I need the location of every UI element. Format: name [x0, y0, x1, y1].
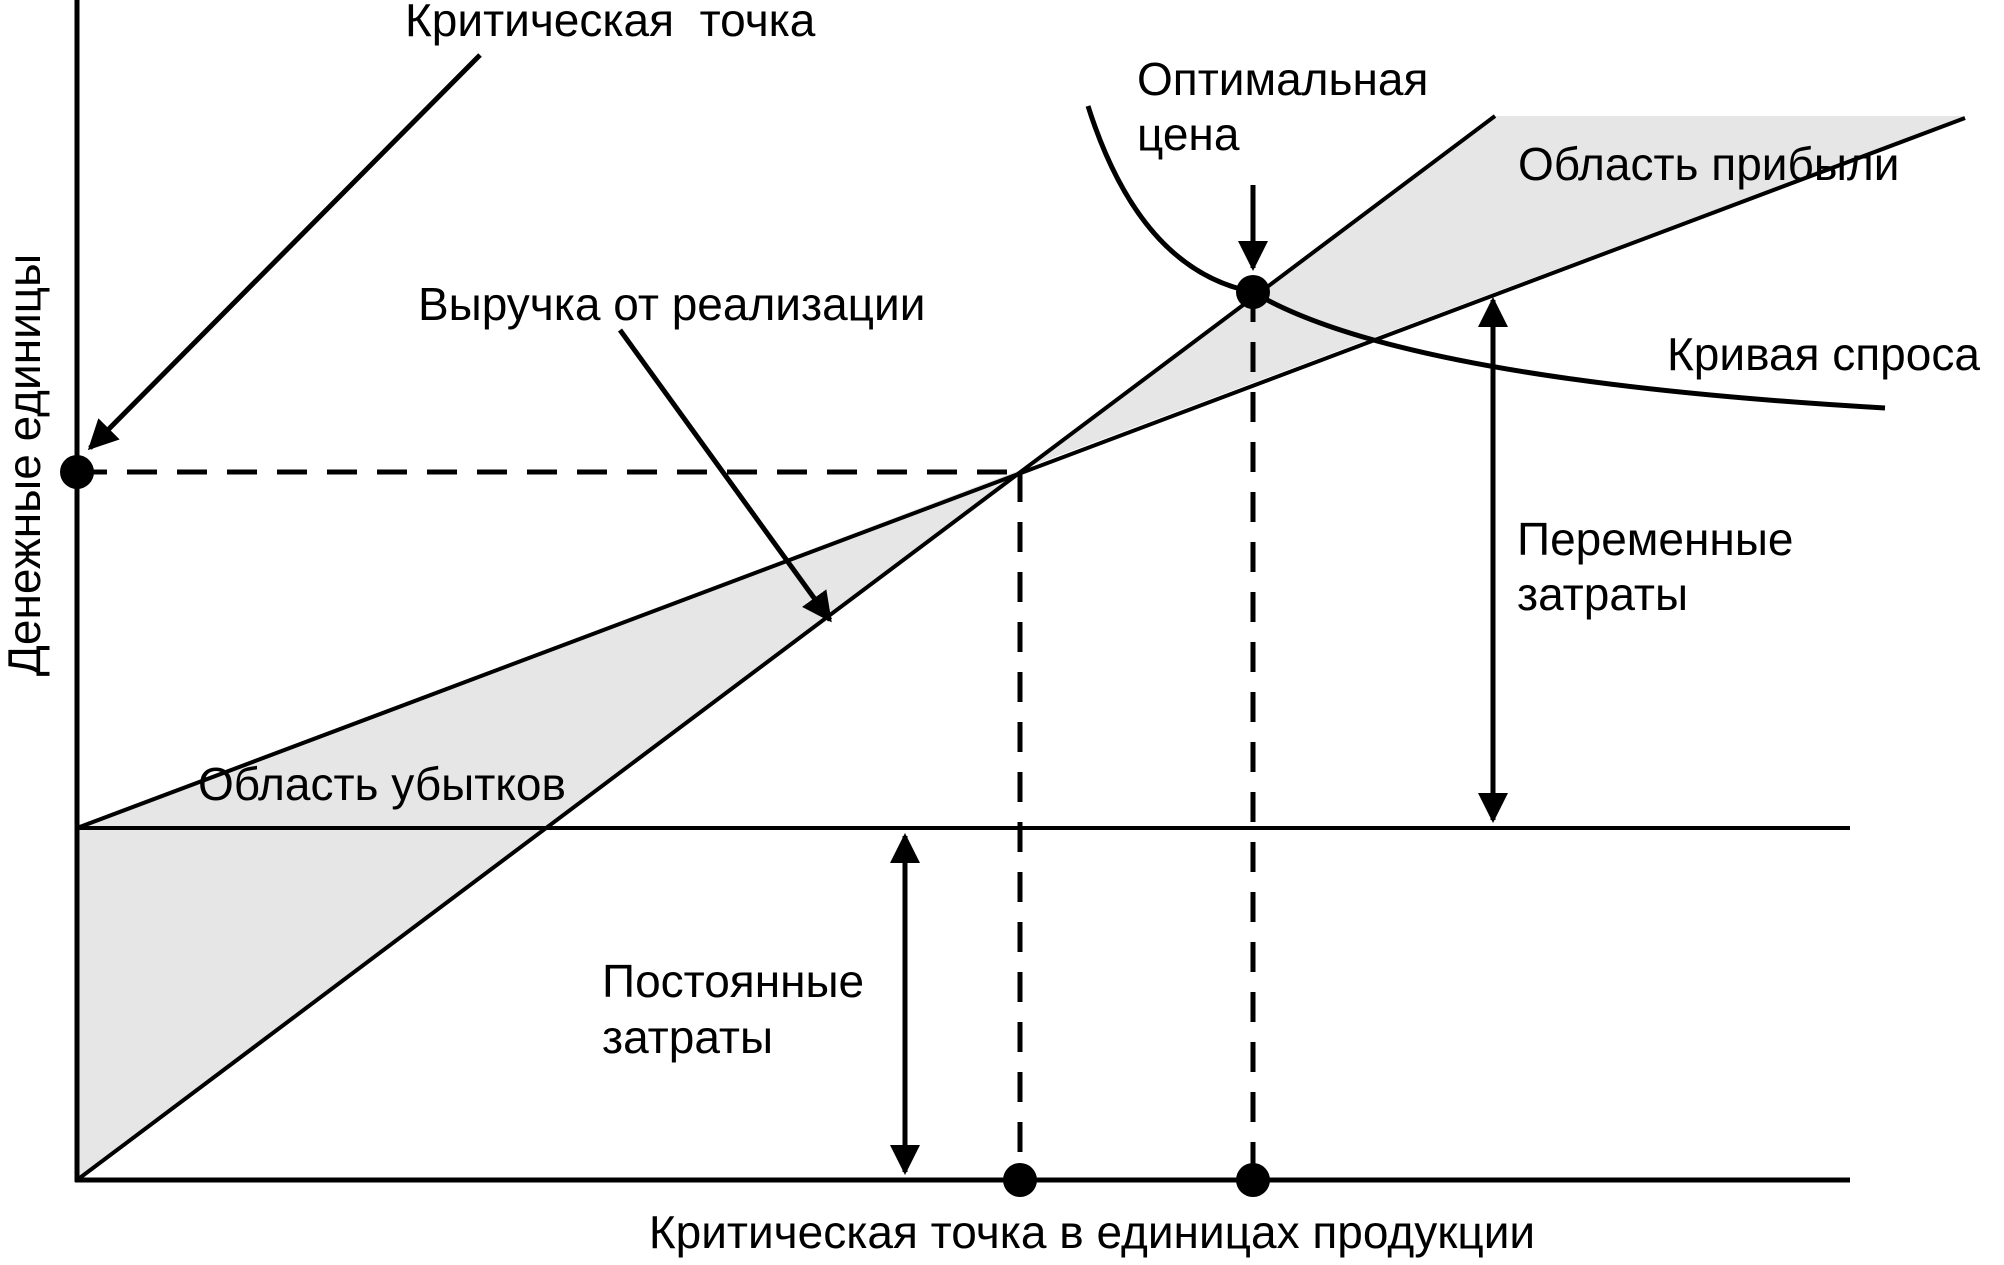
profit-area-shading	[1020, 116, 1965, 470]
optimal-price-label-line1: Оптимальная	[1137, 53, 1428, 105]
variable-costs-label-line1: Переменные	[1517, 513, 1793, 565]
critical-point-marker-x	[1003, 1163, 1037, 1197]
x-axis-label: Критическая точка в единицах продукции	[649, 1206, 1535, 1258]
demand-curve	[1085, 105, 1886, 411]
fixed-costs-label-line1: Постоянные	[602, 955, 864, 1007]
y-axis-label: Денежные единицы	[0, 254, 50, 676]
profit-area-label: Область прибыли	[1518, 138, 1899, 190]
optimal-quantity-marker-x	[1236, 1163, 1270, 1197]
optimal-price-point	[1236, 275, 1270, 309]
loss-area-label: Область убытков	[198, 758, 566, 810]
revenue-line	[75, 114, 1497, 1182]
variable-costs-label-line2: затраты	[1517, 568, 1688, 620]
critical-point-marker-y	[60, 455, 94, 489]
revenue-label: Выручка от реализации	[418, 278, 925, 330]
demand-curve-label: Кривая спроса	[1667, 328, 1980, 380]
critical-point-label: Критическая точка	[405, 0, 816, 46]
revenue-arrow	[617, 328, 833, 623]
critical-point-arrow	[87, 53, 482, 451]
fixed-costs-label-line2: затраты	[602, 1011, 773, 1063]
optimal-price-label-line2: цена	[1137, 108, 1240, 160]
